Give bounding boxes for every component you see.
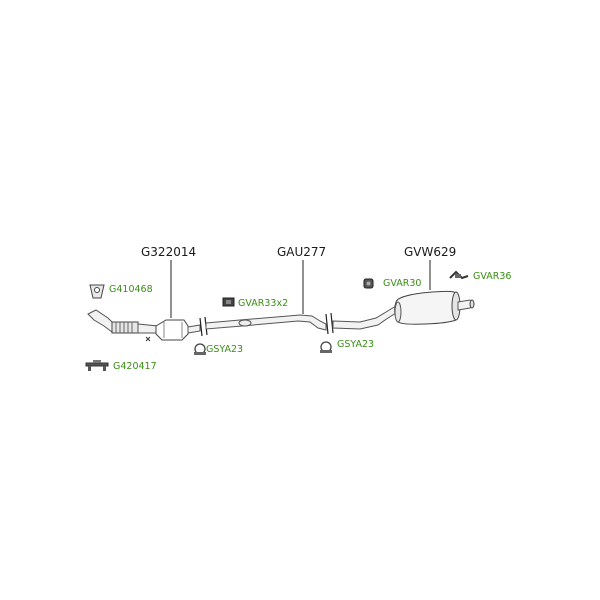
intermediate-pipe-shape [205, 314, 327, 331]
exhaust-assembly [87, 290, 475, 342]
pipe-joint-2 [325, 312, 334, 335]
rubber-hanger-icon [222, 297, 235, 307]
part-g322014[interactable]: G322014 [141, 245, 196, 318]
accessory-gvar30[interactable]: GVAR30 [363, 278, 421, 289]
part-label-gau277[interactable]: GAU277 [277, 245, 326, 259]
accessory-label-g410468[interactable]: G410468 [109, 284, 153, 295]
rear-pipe-shape [332, 305, 397, 330]
accessory-gsya23-front[interactable]: GSYA23 [194, 343, 243, 355]
accessory-g410468[interactable]: G410468 [89, 284, 153, 299]
flex-joint-shape [111, 321, 139, 334]
accessory-label-gvar36[interactable]: GVAR36 [473, 271, 511, 282]
resonator-bulge-shape [238, 319, 252, 327]
accessory-gvar36[interactable]: GVAR36 [449, 270, 511, 282]
rear-muffler-shape [394, 290, 461, 325]
cat-outlet-pipe-shape [187, 324, 201, 334]
accessory-gvar33x2[interactable]: GVAR33x2 [222, 297, 288, 309]
part-gvw629[interactable]: GVW629 [404, 245, 456, 290]
accessory-label-gsya23-rear[interactable]: GSYA23 [337, 339, 374, 350]
hanger-tab-shape [145, 336, 151, 342]
part-gau277[interactable]: GAU277 [277, 245, 326, 314]
pipe-clamp-icon [194, 343, 206, 355]
accessory-gsya23-rear[interactable]: GSYA23 [320, 339, 374, 353]
accessory-label-gvar33x2[interactable]: GVAR33x2 [238, 298, 288, 309]
accessory-label-g420417[interactable]: G420417 [113, 361, 157, 372]
gasket-icon [89, 284, 105, 299]
cat-inlet-pipe-shape [137, 323, 159, 334]
catalytic-converter-shape [155, 319, 189, 341]
part-label-g322014[interactable]: G322014 [141, 245, 196, 259]
accessory-g420417[interactable]: G420417 [85, 360, 157, 372]
mounting-bracket-icon [85, 360, 109, 371]
rubber-hanger-icon [363, 278, 374, 289]
pipe-clamp-icon [320, 341, 332, 353]
accessory-label-gsya23-front[interactable]: GSYA23 [206, 344, 243, 355]
part-label-gvw629[interactable]: GVW629 [404, 245, 456, 259]
rubber-hanger-icon [449, 270, 469, 280]
accessory-label-gvar30[interactable]: GVAR30 [383, 278, 421, 289]
